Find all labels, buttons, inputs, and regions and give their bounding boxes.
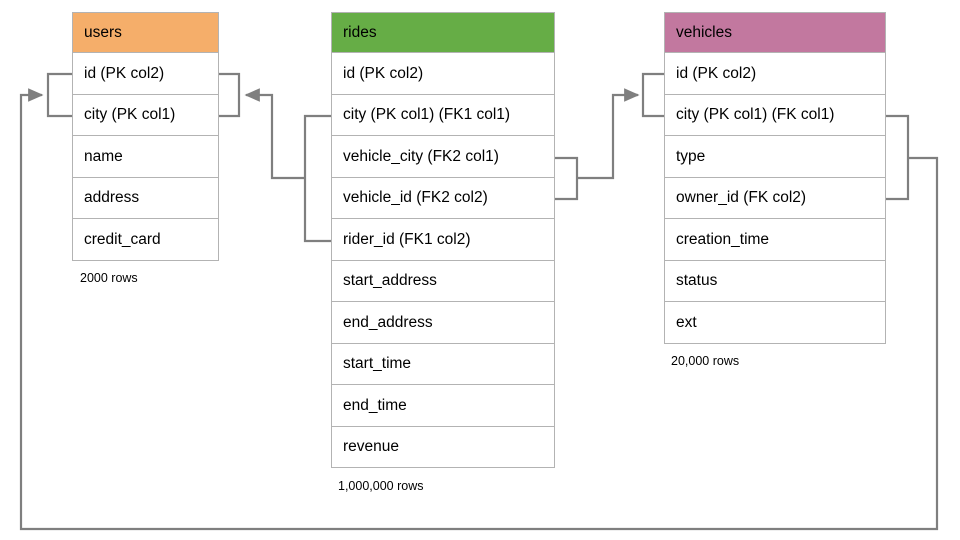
table-users-column-city[interactable]: city (PK col1) bbox=[72, 94, 219, 136]
table-rides[interactable]: rides id (PK col2) city (PK col1) (FK1 c… bbox=[331, 12, 555, 468]
table-rides-column-city[interactable]: city (PK col1) (FK1 col1) bbox=[331, 94, 555, 136]
column-label: owner_id (FK col2) bbox=[676, 189, 807, 206]
column-label: status bbox=[676, 272, 718, 289]
table-rides-column-end-time[interactable]: end_time bbox=[331, 385, 555, 427]
column-label: address bbox=[84, 189, 140, 206]
table-users-column-credit-card[interactable]: credit_card bbox=[72, 219, 219, 261]
table-rides-column-end-address[interactable]: end_address bbox=[331, 302, 555, 344]
table-vehicles-column-creation-time[interactable]: creation_time bbox=[664, 219, 886, 261]
table-users-title: users bbox=[84, 23, 122, 41]
column-label: city (PK col1) (FK col1) bbox=[676, 106, 835, 123]
column-label: revenue bbox=[343, 438, 400, 455]
table-users-header: users bbox=[72, 12, 219, 53]
column-label: rider_id (FK1 col2) bbox=[343, 230, 471, 248]
table-rides-column-vehicle-id[interactable]: vehicle_id (FK2 col2) bbox=[331, 177, 555, 219]
column-label: start_address bbox=[343, 272, 437, 289]
connector-rides-to-users bbox=[219, 72, 331, 243]
column-label: vehicle_id (FK2 col2) bbox=[343, 189, 488, 206]
table-rides-column-start-address[interactable]: start_address bbox=[331, 260, 555, 302]
table-rides-column-start-time[interactable]: start_time bbox=[331, 343, 555, 385]
column-label: type bbox=[676, 147, 706, 165]
table-vehicles-column-city[interactable]: city (PK col1) (FK col1) bbox=[664, 94, 886, 136]
table-users-row-count: 2000 rows bbox=[80, 271, 138, 285]
table-users-column-id[interactable]: id (PK col2) bbox=[72, 53, 219, 95]
table-rides-column-id[interactable]: id (PK col2) bbox=[331, 53, 555, 95]
table-rides-column-rider-id[interactable]: rider_id (FK1 col2) bbox=[331, 219, 555, 261]
column-label: ext bbox=[676, 313, 697, 331]
column-label: creation_time bbox=[676, 230, 770, 248]
column-label: id (PK col2) bbox=[676, 64, 757, 82]
table-vehicles[interactable]: vehicles id (PK col2) city (PK col1) (FK… bbox=[664, 12, 886, 344]
column-label: city (PK col1) (FK1 col1) bbox=[343, 106, 511, 123]
table-users-column-address[interactable]: address bbox=[72, 177, 219, 219]
table-rides-title: rides bbox=[343, 23, 377, 41]
table-vehicles-title: vehicles bbox=[676, 23, 732, 41]
column-label: id (PK col2) bbox=[343, 64, 424, 82]
table-rides-column-revenue[interactable]: revenue bbox=[331, 426, 555, 468]
column-label: city (PK col1) bbox=[84, 106, 176, 123]
column-label: vehicle_city (FK2 col1) bbox=[343, 147, 499, 165]
table-vehicles-column-status[interactable]: status bbox=[664, 260, 886, 302]
column-label: start_time bbox=[343, 355, 412, 372]
table-users-column-name[interactable]: name bbox=[72, 136, 219, 178]
table-vehicles-header: vehicles bbox=[664, 12, 886, 53]
column-label: end_address bbox=[343, 313, 433, 331]
connector-rides-to-vehicles bbox=[555, 72, 664, 201]
table-vehicles-column-id[interactable]: id (PK col2) bbox=[664, 53, 886, 95]
table-rides-header: rides bbox=[331, 12, 555, 53]
table-rides-column-vehicle-city[interactable]: vehicle_city (FK2 col1) bbox=[331, 136, 555, 178]
table-users[interactable]: users id (PK col2) city (PK col1) name a… bbox=[72, 12, 219, 261]
table-rides-row-count: 1,000,000 rows bbox=[338, 479, 424, 493]
column-label: name bbox=[84, 147, 123, 165]
table-vehicles-column-owner-id[interactable]: owner_id (FK col2) bbox=[664, 177, 886, 219]
table-vehicles-column-ext[interactable]: ext bbox=[664, 302, 886, 344]
column-label: id (PK col2) bbox=[84, 64, 165, 82]
column-label: end_time bbox=[343, 396, 407, 414]
table-vehicles-column-type[interactable]: type bbox=[664, 136, 886, 178]
table-vehicles-row-count: 20,000 rows bbox=[671, 354, 740, 368]
column-label: credit_card bbox=[84, 230, 161, 248]
